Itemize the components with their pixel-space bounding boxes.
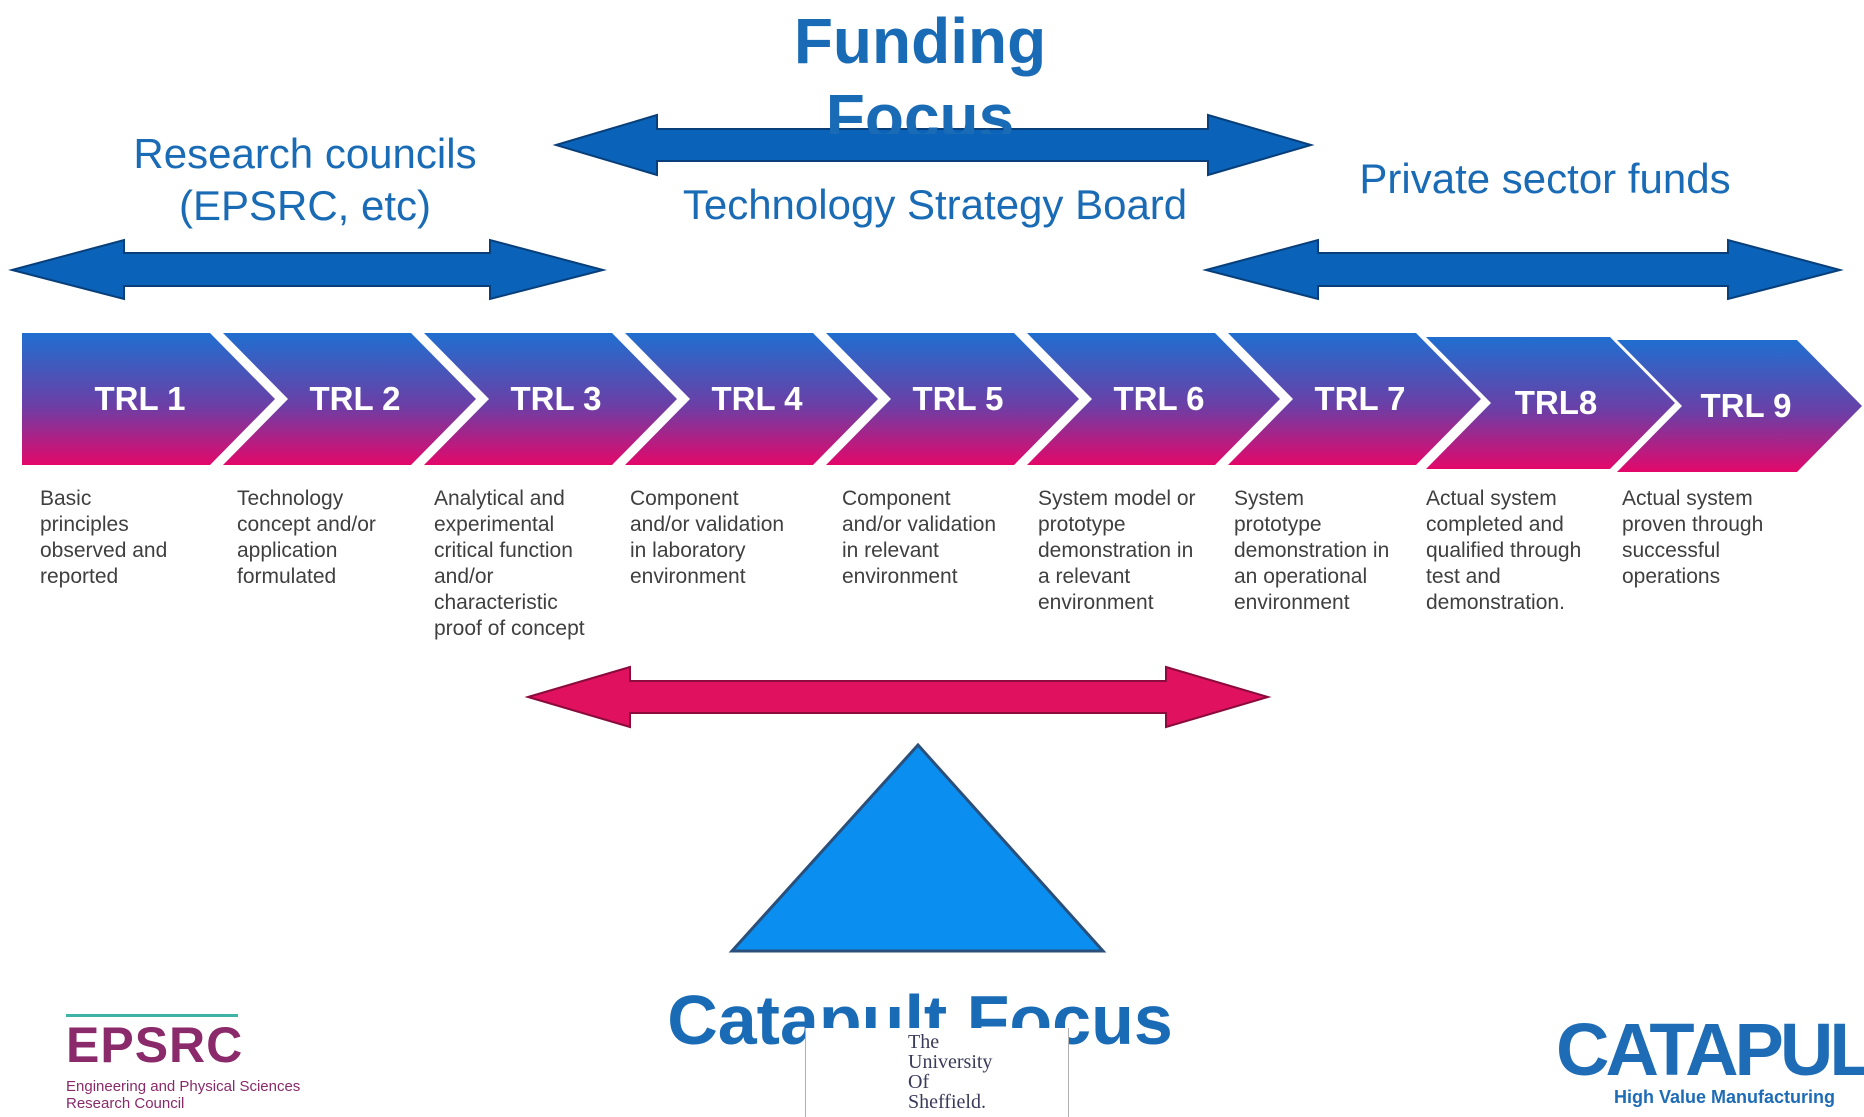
technology-strategy-board-label: Technology Strategy Board: [682, 181, 1188, 228]
trl-description-line: environment: [1038, 591, 1154, 614]
trl-description-line: test and: [1426, 565, 1501, 588]
funding-focus-title-line2-clip: Focus: [720, 78, 1120, 134]
trl-description-line: proof of concept: [434, 617, 585, 640]
trl-description-line: and/or validation: [842, 513, 997, 536]
trl-description-line: successful: [1622, 539, 1721, 562]
trl-description-5: Component and/or validation in relevant env…: [842, 486, 1020, 590]
catapult-focus-arrow: [524, 665, 1272, 729]
private-sector-funds-label: Private sector funds: [1359, 155, 1731, 202]
trl-description-line: an operational: [1234, 565, 1368, 588]
trl-description-7: System prototype demonstration in an operat…: [1234, 486, 1412, 616]
funding-focus-line1: Funding: [793, 5, 1047, 77]
epsrc-logo-bar: [66, 1014, 238, 1017]
trl-description-line: completed and: [1426, 513, 1564, 536]
trl-description-line: Technology: [237, 487, 344, 510]
sheffield-line3: Of: [908, 1071, 930, 1093]
trl-description-line: Actual system: [1426, 487, 1557, 510]
trl-description-line: in laboratory: [630, 539, 746, 562]
catapult-logo: CATAPULT: [1556, 1008, 1864, 1091]
trl-description-line: Actual system: [1622, 487, 1753, 510]
trl-description-line: environment: [842, 565, 958, 588]
catapult-logo-subtitle: High Value Manufacturing: [1614, 1087, 1836, 1107]
trl-description-line: Component: [842, 487, 951, 510]
sheffield-line4: Sheffield.: [908, 1091, 986, 1113]
trl-description-line: demonstration in: [1234, 539, 1390, 562]
funding-focus-title: Funding: [720, 2, 1120, 80]
trl-chevron-6: [1027, 333, 1280, 465]
epsrc-sub-line1: Engineering and Physical Sciences: [66, 1078, 301, 1095]
trl-label-2: TRL 2: [309, 380, 400, 417]
fulcrum-triangle: [728, 742, 1107, 953]
epsrc-sub-line2: Research Council: [66, 1095, 185, 1112]
trl-description-8: Actual system completed and qualified thro…: [1426, 486, 1604, 616]
trl-label-7: TRL 7: [1314, 380, 1405, 417]
trl-description-line: environment: [630, 565, 746, 588]
trl-description-line: demonstration in: [1038, 539, 1194, 562]
sheffield-line2: University: [908, 1051, 993, 1073]
trl-description-line: observed and: [40, 539, 168, 562]
trl-label-9: TRL 9: [1700, 387, 1791, 424]
trl-chevron-2: [223, 333, 476, 465]
trl-label-5: TRL 5: [912, 380, 1003, 417]
trl-chevron-row: [22, 333, 1862, 472]
funding-arrow-tsb: [552, 113, 1315, 177]
trl-description-line: principles: [40, 513, 129, 536]
funding-arrow-research-councils: [8, 238, 607, 301]
trl-description-6: System model or prototype demonstration in…: [1038, 486, 1216, 616]
trl-chevron-8: [1426, 337, 1675, 469]
trl-label-3: TRL 3: [510, 380, 601, 417]
funding-arrow-private-sector: [1202, 238, 1844, 301]
trl-description-line: qualified through: [1426, 539, 1582, 562]
trl-description-1: Basic principles observed and reported: [40, 486, 218, 590]
sheffield-logo-box: [805, 1028, 1069, 1117]
research-councils-line2: (EPSRC, etc): [178, 182, 432, 229]
epsrc-logo: EPSRC: [66, 1017, 244, 1073]
sheffield-line1: The: [908, 1031, 940, 1053]
trl-description-line: and/or validation: [630, 513, 785, 536]
trl-chevron-5: [826, 333, 1079, 465]
trl-description-line: application: [237, 539, 338, 562]
trl-description-line: Basic: [40, 487, 92, 510]
trl-description-line: System: [1234, 487, 1305, 510]
trl-description-line: experimental: [434, 513, 555, 536]
trl-description-line: prototype: [1234, 513, 1322, 536]
trl-description-line: a relevant: [1038, 565, 1131, 588]
trl-description-line: formulated: [237, 565, 337, 588]
trl-chevron-3: [424, 333, 677, 465]
sheffield-logo-text: The University Of Sheffield.: [908, 1032, 1028, 1112]
trl-description-line: operations: [1622, 565, 1721, 588]
trl-chevron-4: [625, 333, 878, 465]
trl-label-6: TRL 6: [1113, 380, 1204, 417]
trl-label-8: TRL8: [1515, 384, 1598, 421]
trl-description-line: characteristic: [434, 591, 558, 614]
trl-description-line: prototype: [1038, 513, 1126, 536]
research-councils-line1: Research councils: [133, 130, 477, 177]
trl-label-1: TRL 1: [94, 380, 185, 417]
trl-chevron-7: [1228, 333, 1481, 465]
trl-description-line: System model or: [1038, 487, 1196, 510]
trl-labels: TRL 1 TRL 2 TRL 3 TRL 4 TRL 5 TRL 6 TRL 7 TRL8 T…: [94, 380, 1791, 424]
trl-label-4: TRL 4: [711, 380, 803, 417]
trl-chevron-9: [1617, 340, 1862, 472]
trl-description-line: in relevant: [842, 539, 939, 562]
research-councils-label: Research councils (EPSRC, etc): [105, 128, 505, 232]
trl-description-2: Technology concept and/or application formu…: [237, 486, 415, 590]
trl-description-line: Analytical and: [434, 487, 565, 510]
trl-description-line: environment: [1234, 591, 1350, 614]
trl-description-line: demonstration.: [1426, 591, 1565, 614]
trl-description-3: Analytical and experimental critical funct…: [434, 486, 612, 642]
trl-chevron-1: [22, 333, 275, 465]
trl-description-line: concept and/or: [237, 513, 376, 536]
trl-description-line: proven through: [1622, 513, 1764, 536]
trl-description-line: and/or: [434, 565, 494, 588]
trl-description-line: reported: [40, 565, 119, 588]
trl-description-line: critical function: [434, 539, 573, 562]
trl-description-4: Component and/or validation in laboratory e…: [630, 486, 808, 590]
epsrc-logo-subtitle: Engineering and Physical Sciences Resear…: [66, 1078, 326, 1112]
trl-description-9: Actual system proven through successful ope…: [1622, 486, 1800, 590]
trl-description-line: Component: [630, 487, 739, 510]
funding-focus-line2: Focus: [825, 81, 1015, 134]
